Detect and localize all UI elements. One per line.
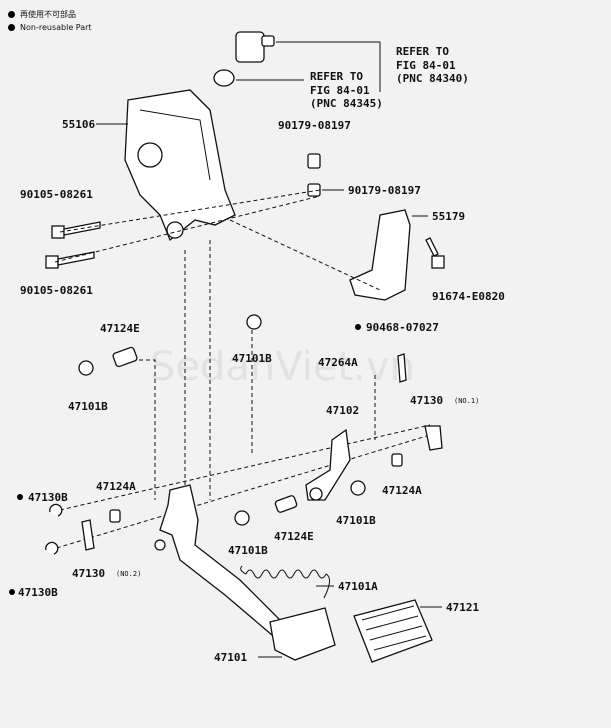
- shaft-47130-no1: [424, 425, 443, 451]
- label-47101b-right: 47101B: [336, 514, 376, 527]
- bushing-47124a-left: [109, 509, 121, 523]
- bolt-90105-a: [51, 221, 101, 239]
- non-reusable-mark-90468: [355, 324, 361, 330]
- bushing-47101b-left: [78, 360, 94, 376]
- clip-47130b-top: [49, 503, 63, 517]
- brake-pedal-arm: [154, 484, 336, 661]
- non-reusable-mark-47130b-bot: [9, 589, 15, 595]
- bolt-90105-b: [45, 251, 95, 269]
- dash-7: [59, 424, 431, 511]
- label-47130-2: 47130: [72, 567, 105, 580]
- legend-text-en: Non-reusable Part: [20, 23, 92, 32]
- non-reusable-dot-icon: [8, 11, 15, 18]
- screw-91674: [425, 237, 445, 269]
- non-reusable-mark-47130b-top: [17, 494, 23, 500]
- label-55106: 55106: [62, 118, 95, 131]
- label-47130-1: 47130: [410, 394, 443, 407]
- dash-1: [59, 189, 321, 233]
- label-47101b-bot: 47101B: [228, 544, 268, 557]
- bushing-47101b-bot: [234, 510, 250, 526]
- dash-3: [229, 219, 381, 291]
- label-47124a-right: 47124A: [382, 484, 422, 497]
- label-90179-a: 90179-08197: [278, 119, 351, 132]
- bracket-55179: [349, 209, 411, 301]
- ref1-line2: FIG 84-01: [396, 59, 456, 72]
- nut-90179-a: [307, 153, 321, 169]
- legend-text-jp: 再使用不可部品: [20, 10, 76, 19]
- label-47102: 47102: [326, 404, 359, 417]
- label-47101b-top: 47101B: [232, 352, 272, 365]
- label-90179-b: 90179-08197: [348, 184, 421, 197]
- legend-row-jp: 再使用不可部品: [8, 8, 92, 21]
- dash-2: [54, 195, 321, 263]
- bushing-47124a-right: [391, 453, 403, 467]
- label-47101a: 47101A: [338, 580, 378, 593]
- legend-row-en: Non-reusable Part: [8, 21, 92, 34]
- label-47130b-bot: 47130B: [18, 586, 58, 599]
- ref1-line3: (PNC 84340): [396, 72, 469, 85]
- label-90468: 90468-07027: [366, 321, 439, 334]
- nut-90179-b: [307, 183, 321, 197]
- bushing-47124e-bot: [274, 495, 298, 513]
- refer-line-1: [276, 41, 381, 92]
- bushing-47101b-top: [246, 314, 262, 330]
- watermark: SedanViet.vn: [150, 344, 415, 390]
- pedal-bracket: [124, 89, 236, 242]
- non-reusable-dot-icon: [8, 24, 15, 31]
- label-47101b-left: 47101B: [68, 400, 108, 413]
- label-90105-b: 90105-08261: [20, 284, 93, 297]
- label-47124e-top: 47124E: [100, 322, 140, 335]
- legend: 再使用不可部品 Non-reusable Part: [8, 8, 92, 34]
- lever-47102: [305, 428, 351, 501]
- bushing-47124e-top: [112, 346, 138, 368]
- label-47101: 47101: [214, 651, 247, 664]
- label-47124e-bot: 47124E: [274, 530, 314, 543]
- label-no2: (NO.2): [116, 570, 141, 578]
- ref2-line2: FIG 84-01: [310, 84, 370, 97]
- dash-6: [49, 434, 431, 551]
- label-90105-a: 90105-08261: [20, 188, 93, 201]
- ref2-line1: REFER TO: [310, 70, 363, 83]
- return-spring-47101a: [240, 565, 330, 599]
- label-55179: 55179: [432, 210, 465, 223]
- bushing-47101b-right: [350, 480, 366, 496]
- clip-47130b-bot: [45, 541, 59, 555]
- label-47264a: 47264A: [318, 356, 358, 369]
- ref1-line1: REFER TO: [396, 45, 449, 58]
- label-47124a-left: 47124A: [96, 480, 136, 493]
- label-47130b-top: 47130B: [28, 491, 68, 504]
- label-no1: (NO.1): [454, 397, 479, 405]
- label-47121: 47121: [446, 601, 479, 614]
- stop-lamp-switch: [213, 31, 275, 87]
- label-91674: 91674-E0820: [432, 290, 505, 303]
- ref2-line3: (PNC 84345): [310, 97, 383, 110]
- shaft-47130-no2: [81, 519, 95, 551]
- clip-90468: [397, 353, 407, 383]
- pedal-pad-47121: [353, 599, 433, 663]
